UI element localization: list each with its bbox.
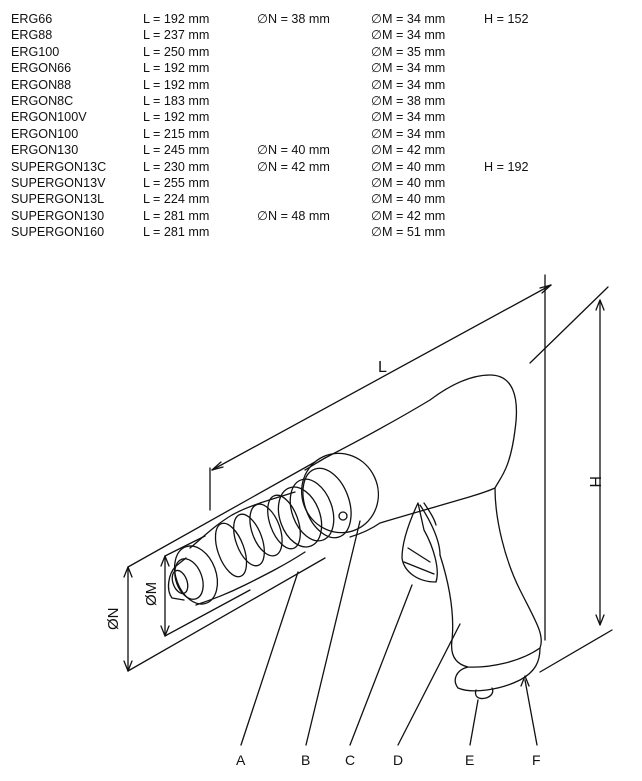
n-diameter-dimension: ØN <box>105 461 326 672</box>
spec-cell-m-dia: ∅M = 34 mm <box>371 28 446 43</box>
spec-row: ERG100 L = 250 mm ∅M = 35 mm <box>0 44 642 60</box>
spec-cell-length: L = 281 mm <box>143 225 210 240</box>
spec-cell-model: SUPERGON160 <box>11 225 105 240</box>
spec-cell-model: ERG88 <box>11 28 53 43</box>
spec-row: SUPERGON13V L = 255 mm ∅M = 40 mm <box>0 175 642 191</box>
callout-label: C <box>345 752 355 768</box>
spec-cell-n-dia: ∅N = 42 mm <box>257 159 330 174</box>
spec-cell-model: SUPERGON130 <box>11 208 105 223</box>
spec-cell-model: ERGON8C <box>11 93 74 108</box>
callout-label: A <box>236 752 246 768</box>
spec-cell-model: SUPERGON13C <box>11 159 107 174</box>
spec-cell-m-dia: ∅M = 34 mm <box>371 61 446 76</box>
spec-row: ERGON8C L = 183 mm ∅M = 38 mm <box>0 93 642 109</box>
callout-label: F <box>532 752 541 768</box>
spec-cell-model: ERGON66 <box>11 61 72 76</box>
spec-table: ERG66 L = 192 mm ∅N = 38 mm ∅M = 34 mm H = 1… <box>0 11 642 240</box>
spec-cell-length: L = 215 mm <box>143 126 210 141</box>
spec-cell-length: L = 230 mm <box>143 159 210 174</box>
n-diameter-label: ØN <box>105 608 122 631</box>
spec-cell-m-dia: ∅M = 35 mm <box>371 44 446 59</box>
spec-cell-m-dia: ∅M = 34 mm <box>371 12 446 26</box>
callout-labels: A B C D E F <box>236 752 541 768</box>
spec-cell-length: L = 250 mm <box>143 44 210 59</box>
spec-cell-m-dia: ∅M = 34 mm <box>371 77 446 92</box>
spec-cell-length: L = 237 mm <box>143 28 210 43</box>
spec-row: SUPERGON13L L = 224 mm ∅M = 40 mm <box>0 191 642 207</box>
callout-label: B <box>301 752 310 768</box>
spec-cell-length: L = 224 mm <box>143 192 210 207</box>
m-diameter-dimension: ØM <box>143 535 251 637</box>
spec-row: ERGON100V L = 192 mm ∅M = 34 mm <box>0 109 642 125</box>
trigger <box>401 502 438 583</box>
spec-cell-m-dia: ∅M = 34 mm <box>371 110 446 125</box>
spec-cell-model: ERGON130 <box>11 143 79 158</box>
chuck <box>167 491 306 606</box>
spec-cell-length: L = 192 mm <box>143 110 210 125</box>
spec-cell-length: L = 281 mm <box>143 208 210 223</box>
length-label: L <box>378 359 387 376</box>
spec-cell-length: L = 192 mm <box>143 77 210 92</box>
pistol-grip <box>419 487 542 700</box>
height-dimension: H <box>529 286 613 673</box>
spec-row: ERGON88 L = 192 mm ∅M = 34 mm <box>0 77 642 93</box>
spec-cell-m-dia: ∅M = 40 mm <box>371 192 446 207</box>
spec-cell-m-dia: ∅M = 42 mm <box>371 208 446 223</box>
spec-cell-m-dia: ∅M = 34 mm <box>371 126 446 141</box>
length-dimension: L <box>209 274 552 641</box>
height-label: H <box>586 476 603 488</box>
spec-row: SUPERGON13C L = 230 mm ∅N = 42 mm ∅M = 40 m… <box>0 159 642 175</box>
spec-row: ERGON100 L = 215 mm ∅M = 34 mm <box>0 126 642 142</box>
spec-cell-m-dia: ∅M = 38 mm <box>371 93 446 108</box>
spec-cell-model: ERG66 <box>11 12 53 26</box>
spec-cell-length: L = 192 mm <box>143 61 210 76</box>
spec-cell-length: L = 183 mm <box>143 93 210 108</box>
spec-cell-m-dia: ∅M = 51 mm <box>371 225 446 240</box>
spec-row: SUPERGON160 L = 281 mm ∅M = 51 mm <box>0 224 642 240</box>
collar <box>277 467 352 548</box>
spec-cell-model: ERGON88 <box>11 77 72 92</box>
spec-cell-n-dia: ∅N = 48 mm <box>257 208 330 223</box>
spec-row: ERG66 L = 192 mm ∅N = 38 mm ∅M = 34 mm H = 1… <box>0 11 642 27</box>
spec-cell-m-dia: ∅M = 42 mm <box>371 143 446 158</box>
m-diameter-label: ØM <box>143 582 160 606</box>
spec-cell-m-dia: ∅M = 40 mm <box>371 159 446 174</box>
spec-cell-height: H = 192 <box>484 159 529 174</box>
callout-label: E <box>465 752 474 768</box>
spec-cell-model: SUPERGON13V <box>11 175 106 190</box>
spec-cell-model: ERGON100V <box>11 110 87 125</box>
spec-cell-model: ERGON100 <box>11 126 79 141</box>
spec-cell-model: ERG100 <box>11 44 60 59</box>
spec-cell-model: SUPERGON13L <box>11 192 105 207</box>
spec-cell-m-dia: ∅M = 40 mm <box>371 175 446 190</box>
spec-cell-length: L = 255 mm <box>143 175 210 190</box>
spec-cell-height: H = 152 <box>484 12 529 26</box>
callout-leaders <box>240 520 538 746</box>
spec-row: ERG88 L = 237 mm ∅M = 34 mm <box>0 27 642 43</box>
spec-row: ERGON130 L = 245 mm ∅N = 40 mm ∅M = 42 mm <box>0 142 642 158</box>
spec-cell-length: L = 192 mm <box>143 12 210 26</box>
callout-label: D <box>393 752 403 768</box>
spec-cell-length: L = 245 mm <box>143 143 210 158</box>
spec-row: SUPERGON130 L = 281 mm ∅N = 48 mm ∅M = 42 m… <box>0 208 642 224</box>
spec-row: ERGON66 L = 192 mm ∅M = 34 mm <box>0 60 642 76</box>
motor-body <box>300 374 518 538</box>
spec-cell-n-dia: ∅N = 38 mm <box>257 12 330 26</box>
spec-cell-n-dia: ∅N = 40 mm <box>257 143 330 158</box>
